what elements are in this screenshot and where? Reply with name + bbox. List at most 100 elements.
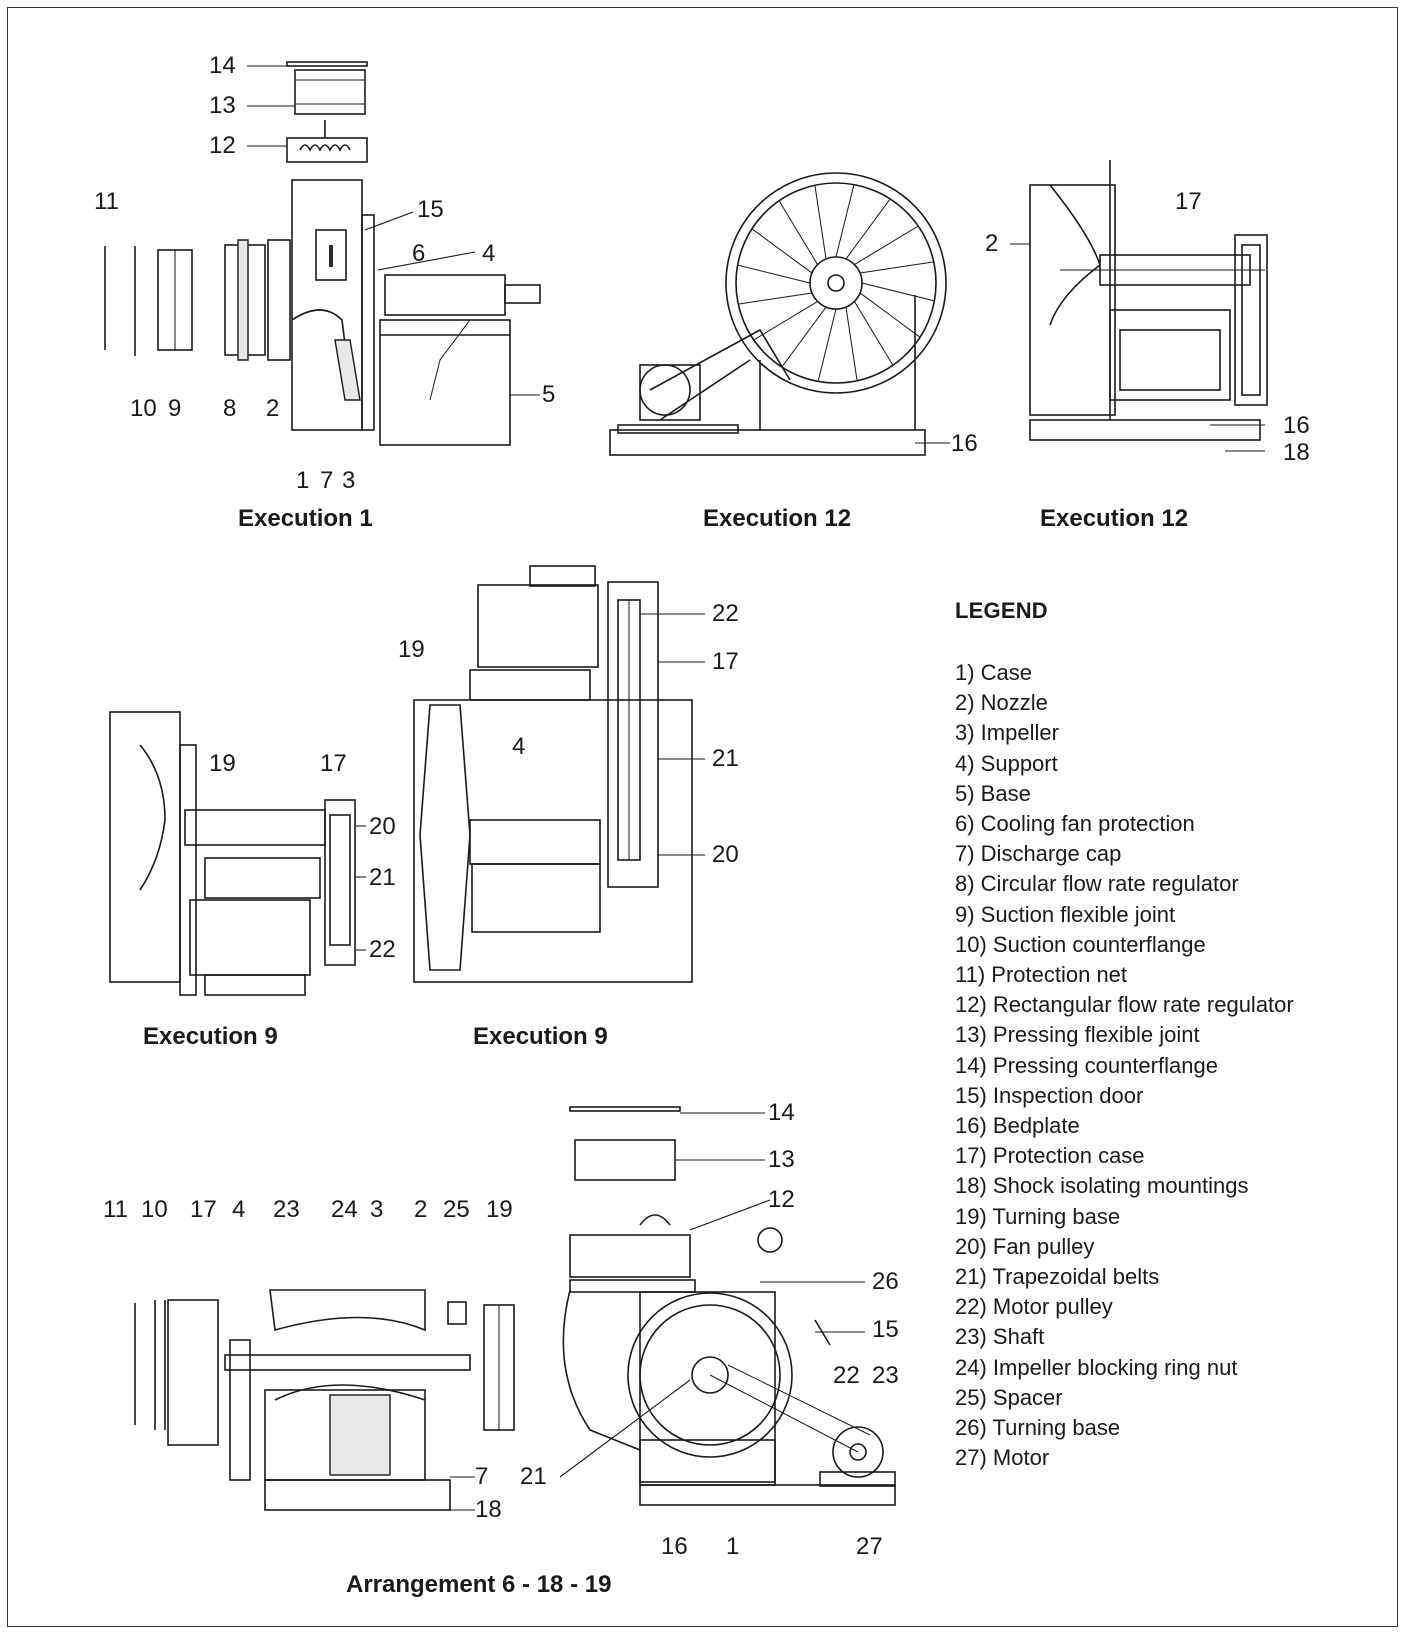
callout-17: 17 bbox=[712, 648, 739, 675]
legend-item: 26) Turning base bbox=[955, 1415, 1121, 1441]
callout-22: 22 bbox=[712, 600, 739, 627]
execution-1-drawing bbox=[104, 61, 541, 446]
caption-execution-12-front: Execution 12 bbox=[703, 505, 852, 532]
legend-item: 22) Motor pulley bbox=[955, 1294, 1113, 1320]
legend-item: 13) Pressing flexible joint bbox=[955, 1022, 1200, 1048]
caption-execution-1: Execution 1 bbox=[238, 505, 373, 532]
legend-item: 16) Bedplate bbox=[955, 1113, 1080, 1139]
impeller-blade bbox=[845, 306, 858, 381]
legend-item: 20) Fan pulley bbox=[955, 1233, 1095, 1259]
callout-23: 23 bbox=[872, 1362, 899, 1389]
legend-item: 14) Pressing counterflange bbox=[955, 1052, 1218, 1078]
caption-execution-9-left: Execution 9 bbox=[143, 1023, 278, 1050]
callout-8: 8 bbox=[223, 395, 237, 422]
legend-item: 12) Rectangular flow rate regulator bbox=[955, 992, 1294, 1018]
callout-5: 5 bbox=[542, 381, 556, 408]
execution-12-front-drawing bbox=[609, 172, 947, 456]
callout-13: 13 bbox=[768, 1146, 795, 1173]
callout-12: 12 bbox=[768, 1186, 795, 1213]
callout-7: 7 bbox=[320, 467, 334, 494]
legend: LEGEND 1) Case 2) Nozzle 3) Impeller 4) Sup… bbox=[955, 598, 1294, 1473]
callout-leaders bbox=[247, 65, 1265, 1511]
drawing-sheet bbox=[7, 7, 1398, 1627]
callout-10: 10 bbox=[130, 395, 157, 422]
arrangement-right-drawing bbox=[562, 1106, 896, 1506]
callout-21: 21 bbox=[712, 745, 739, 772]
legend-item: 23) Shaft bbox=[955, 1324, 1045, 1350]
callout-26: 26 bbox=[872, 1268, 899, 1295]
impeller-blade bbox=[751, 228, 813, 274]
impeller-blade bbox=[859, 292, 921, 338]
callout-9: 9 bbox=[168, 395, 182, 422]
legend-item: 2) Nozzle bbox=[955, 690, 1048, 716]
callout-17: 17 bbox=[320, 750, 347, 777]
callout-25: 25 bbox=[443, 1196, 470, 1223]
callout-18: 18 bbox=[1283, 439, 1310, 466]
impeller-blade bbox=[778, 200, 819, 265]
callout-16: 16 bbox=[951, 430, 978, 457]
callout-21: 21 bbox=[369, 864, 396, 891]
caption-execution-12-side: Execution 12 bbox=[1040, 505, 1189, 532]
impeller-blade bbox=[853, 301, 894, 366]
callout-2: 2 bbox=[414, 1196, 428, 1223]
caption-arrangement: Arrangement 6 - 18 - 19 bbox=[346, 1571, 612, 1598]
impeller-blade bbox=[814, 185, 827, 260]
caption-execution-9-right: Execution 9 bbox=[473, 1023, 608, 1050]
callout-4: 4 bbox=[482, 240, 496, 267]
legend-item: 7) Discharge cap bbox=[955, 841, 1122, 867]
callout-16: 16 bbox=[1283, 412, 1310, 439]
legend-item: 11) Protection net bbox=[955, 962, 1128, 988]
callout-21: 21 bbox=[520, 1463, 547, 1490]
callout-17: 17 bbox=[190, 1196, 217, 1223]
legend-item: 3) Impeller bbox=[955, 720, 1059, 746]
callout-27: 27 bbox=[856, 1533, 883, 1560]
callout-2: 2 bbox=[266, 395, 280, 422]
execution-9-right-drawing bbox=[413, 565, 693, 983]
callout-11: 11 bbox=[94, 188, 119, 215]
legend-list: 1) Case 2) Nozzle 3) Impeller 4) Support 5) … bbox=[955, 658, 1294, 1473]
legend-item: 1) Case bbox=[955, 660, 1033, 685]
legend-item: 4) Support bbox=[955, 750, 1058, 776]
callout-16: 16 bbox=[661, 1533, 688, 1560]
legend-item: 5) Base bbox=[955, 780, 1031, 806]
callout-10: 10 bbox=[141, 1196, 168, 1223]
execution-9-left-drawing bbox=[109, 711, 356, 996]
callout-2: 2 bbox=[985, 230, 999, 257]
callout-1: 1 bbox=[296, 467, 310, 494]
callout-14: 14 bbox=[209, 52, 236, 79]
impeller-blade bbox=[781, 306, 827, 368]
legend-item: 8) Circular flow rate regulator bbox=[955, 871, 1239, 897]
callout-15: 15 bbox=[417, 196, 444, 223]
legend-item: 25) Spacer bbox=[955, 1384, 1063, 1410]
impeller-blade bbox=[854, 225, 919, 266]
callout-19: 19 bbox=[209, 750, 236, 777]
callout-1: 1 bbox=[726, 1533, 740, 1560]
impeller-blade bbox=[835, 184, 855, 258]
callout-15: 15 bbox=[872, 1316, 899, 1343]
impeller-blade bbox=[859, 261, 934, 274]
callout-3: 3 bbox=[370, 1196, 384, 1223]
callout-4: 4 bbox=[232, 1196, 246, 1223]
legend-item: 17) Protection case bbox=[955, 1143, 1145, 1169]
impeller-blade bbox=[817, 308, 837, 382]
callout-13: 13 bbox=[209, 92, 236, 119]
callout-4: 4 bbox=[512, 733, 526, 760]
callout-17: 17 bbox=[1175, 188, 1202, 215]
callout-12: 12 bbox=[209, 132, 236, 159]
callout-22: 22 bbox=[833, 1362, 860, 1389]
callout-24: 24 bbox=[331, 1196, 358, 1223]
callout-23: 23 bbox=[273, 1196, 300, 1223]
callout-7: 7 bbox=[475, 1463, 489, 1490]
impeller-blade bbox=[861, 282, 935, 302]
legend-item: 19) Turning base bbox=[955, 1203, 1121, 1229]
arrangement-left-drawing bbox=[134, 1289, 515, 1511]
callout-20: 20 bbox=[712, 841, 739, 868]
legend-item: 15) Inspection door bbox=[955, 1082, 1144, 1108]
legend-item: 10) Suction counterflange bbox=[955, 931, 1206, 957]
legend-title: LEGEND bbox=[955, 598, 1048, 623]
legend-item: 27) Motor bbox=[955, 1445, 1050, 1471]
legend-item: 6) Cooling fan protection bbox=[955, 811, 1195, 837]
callout-22: 22 bbox=[369, 936, 396, 963]
callout-14: 14 bbox=[768, 1099, 795, 1126]
